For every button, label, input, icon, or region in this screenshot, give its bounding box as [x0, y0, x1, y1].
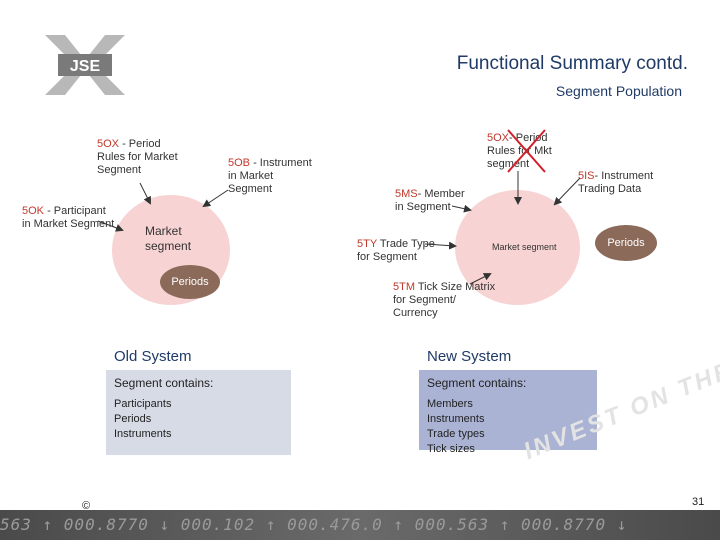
logo-text: JSE: [70, 58, 101, 75]
new-system-panel: Segment contains: Members Instruments Tr…: [419, 370, 597, 455]
new-item: Members: [427, 398, 473, 410]
new-5is-label: 5IS- Instrument Trading Data: [578, 170, 654, 195]
cross-stroke-b: [507, 129, 546, 173]
old-item: Instruments: [114, 428, 172, 440]
page-title: Functional Summary contd.: [456, 53, 688, 74]
copyright: ©: [82, 500, 91, 512]
arrow-new-5tm: [469, 273, 492, 285]
new-5ty-label: 5TY Trade Type for Segment: [357, 238, 435, 263]
new-5tm-label: 5TM Tick Size Matrix for Segment/Currenc…: [393, 281, 496, 319]
new-segment-circle: [455, 190, 580, 305]
ticker-tape: 563 ↑ 000.8770 ↓ 000.102 ↑ 000.476.0 ↑ 0…: [0, 510, 720, 540]
arrow-old-5ox: [139, 182, 151, 205]
jse-logo: JSE: [40, 30, 130, 100]
new-item: Instruments: [427, 413, 485, 425]
old-system-heading: Old System: [114, 348, 192, 365]
old-item: Periods: [114, 413, 152, 425]
new-center-label: Market segment: [492, 242, 557, 252]
new-5ms-label: 5MS- Member in Segment: [395, 188, 465, 213]
arrow-new-5ty: [424, 241, 457, 250]
arrow-old-5ob: [202, 189, 229, 208]
arrow-new-5ms: [451, 204, 472, 213]
page-subtitle: Segment Population: [555, 83, 682, 99]
old-periods-bubble: Periods: [160, 265, 220, 299]
new-periods-bubble: Periods: [595, 225, 657, 261]
new-system-heading: New System: [427, 348, 512, 365]
new-contains-label: Segment contains:: [427, 376, 527, 390]
old-contains-label: Segment contains:: [114, 376, 214, 390]
old-5ok-label: 5OK - Participant in Market Segment: [22, 205, 115, 230]
arrow-new-5is: [553, 177, 581, 206]
page-number: 31: [692, 496, 705, 508]
new-item: Trade types: [427, 428, 485, 440]
arrow-old-5ok: [97, 220, 124, 232]
new-item: Tick sizes: [427, 443, 475, 455]
old-system-panel: Segment contains: Participants Periods I…: [106, 370, 291, 455]
old-item: Participants: [114, 398, 172, 410]
